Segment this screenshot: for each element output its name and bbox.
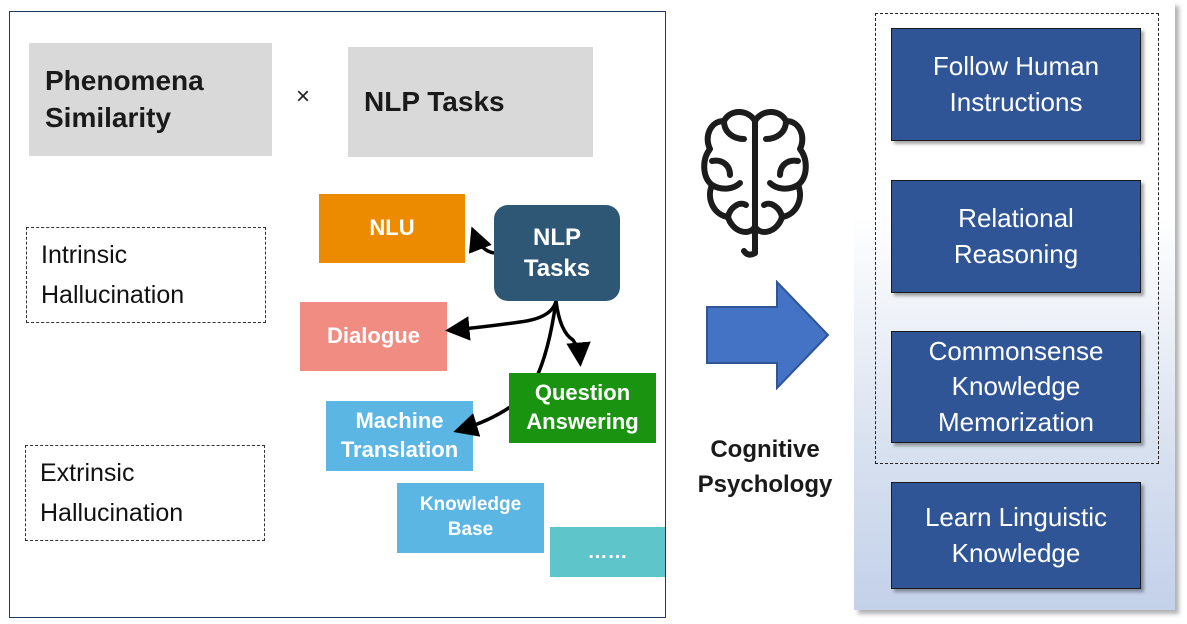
intrinsic-line-1: Intrinsic	[41, 241, 128, 269]
dialogue-label: Dialogue	[327, 323, 420, 349]
phenomena-line-1: Phenomena	[45, 65, 204, 97]
nlp-center-line-1: NLP	[533, 223, 581, 251]
nlp-center-line-2: Tasks	[523, 255, 591, 282]
ability-3-line-3: Memorization	[937, 406, 1095, 437]
ability-1-line-2: Instructions	[949, 86, 1083, 117]
ability-1-line-1: Follow Human	[932, 51, 1100, 82]
arrow-to-qa	[554, 300, 591, 367]
ability-commonsense-knowledge-memorization: Commonsense Knowledge Memorization	[891, 331, 1141, 443]
phenomena-similarity-box: Phenomena Similarity	[29, 43, 272, 156]
question-answering-box: Question Answering	[509, 373, 656, 443]
nlp-tasks-center-node: NLP Tasks	[494, 205, 620, 301]
more-label: ……	[587, 541, 628, 563]
ability-relational-reasoning: Relational Reasoning	[891, 180, 1141, 293]
ability-3-line-1: Commonsense	[928, 336, 1104, 367]
nlp-tasks-header-box: NLP Tasks	[348, 47, 593, 157]
arrow-right-icon	[706, 280, 830, 390]
intrinsic-hallucination-box: Intrinsic Hallucination	[26, 227, 266, 323]
ability-4-line-2: Knowledge	[951, 537, 1081, 568]
extrinsic-line-1: Extrinsic	[40, 459, 135, 487]
cognitive-line-1: Cognitive	[710, 436, 820, 464]
kb-line-1: Knowledge	[419, 494, 522, 516]
nlu-box: NLU	[319, 194, 465, 263]
mt-line-2: Translation	[340, 437, 459, 462]
extrinsic-line-2: Hallucination	[40, 499, 184, 527]
ability-3-line-2: Knowledge	[951, 371, 1081, 402]
ability-4-line-1: Learn Linguistic	[924, 502, 1108, 533]
kb-line-2: Base	[447, 519, 494, 540]
brain-icon	[701, 109, 809, 258]
more-tasks-box: ……	[550, 527, 665, 577]
cognitive-line-2: Psychology	[697, 471, 833, 498]
intrinsic-line-2: Hallucination	[41, 281, 185, 309]
arrow-to-dialogue	[445, 300, 558, 341]
ability-2-line-1: Relational	[958, 203, 1074, 234]
times-sign: ×	[295, 83, 310, 110]
qa-line-2: Answering	[526, 409, 639, 434]
cognitive-psychology-label: Cognitive Psychology	[680, 428, 850, 508]
knowledge-base-box: Knowledge Base	[397, 483, 544, 553]
right-dashed-group	[875, 13, 1159, 464]
dialogue-box: Dialogue	[300, 302, 447, 371]
mt-line-1: Machine	[355, 408, 444, 434]
nlu-label: NLU	[369, 215, 415, 241]
qa-line-1: Question	[534, 380, 631, 406]
arrow-to-nlu	[468, 226, 495, 255]
phenomena-line-2: Similarity	[45, 101, 172, 133]
nlp-tasks-header-label: NLP Tasks	[364, 85, 505, 117]
ability-follow-human-instructions: Follow Human Instructions	[891, 28, 1141, 141]
ability-learn-linguistic-knowledge: Learn Linguistic Knowledge	[891, 482, 1141, 589]
machine-translation-box: Machine Translation	[326, 401, 473, 471]
ability-2-line-2: Reasoning	[953, 238, 1079, 269]
extrinsic-hallucination-box: Extrinsic Hallucination	[25, 445, 265, 541]
